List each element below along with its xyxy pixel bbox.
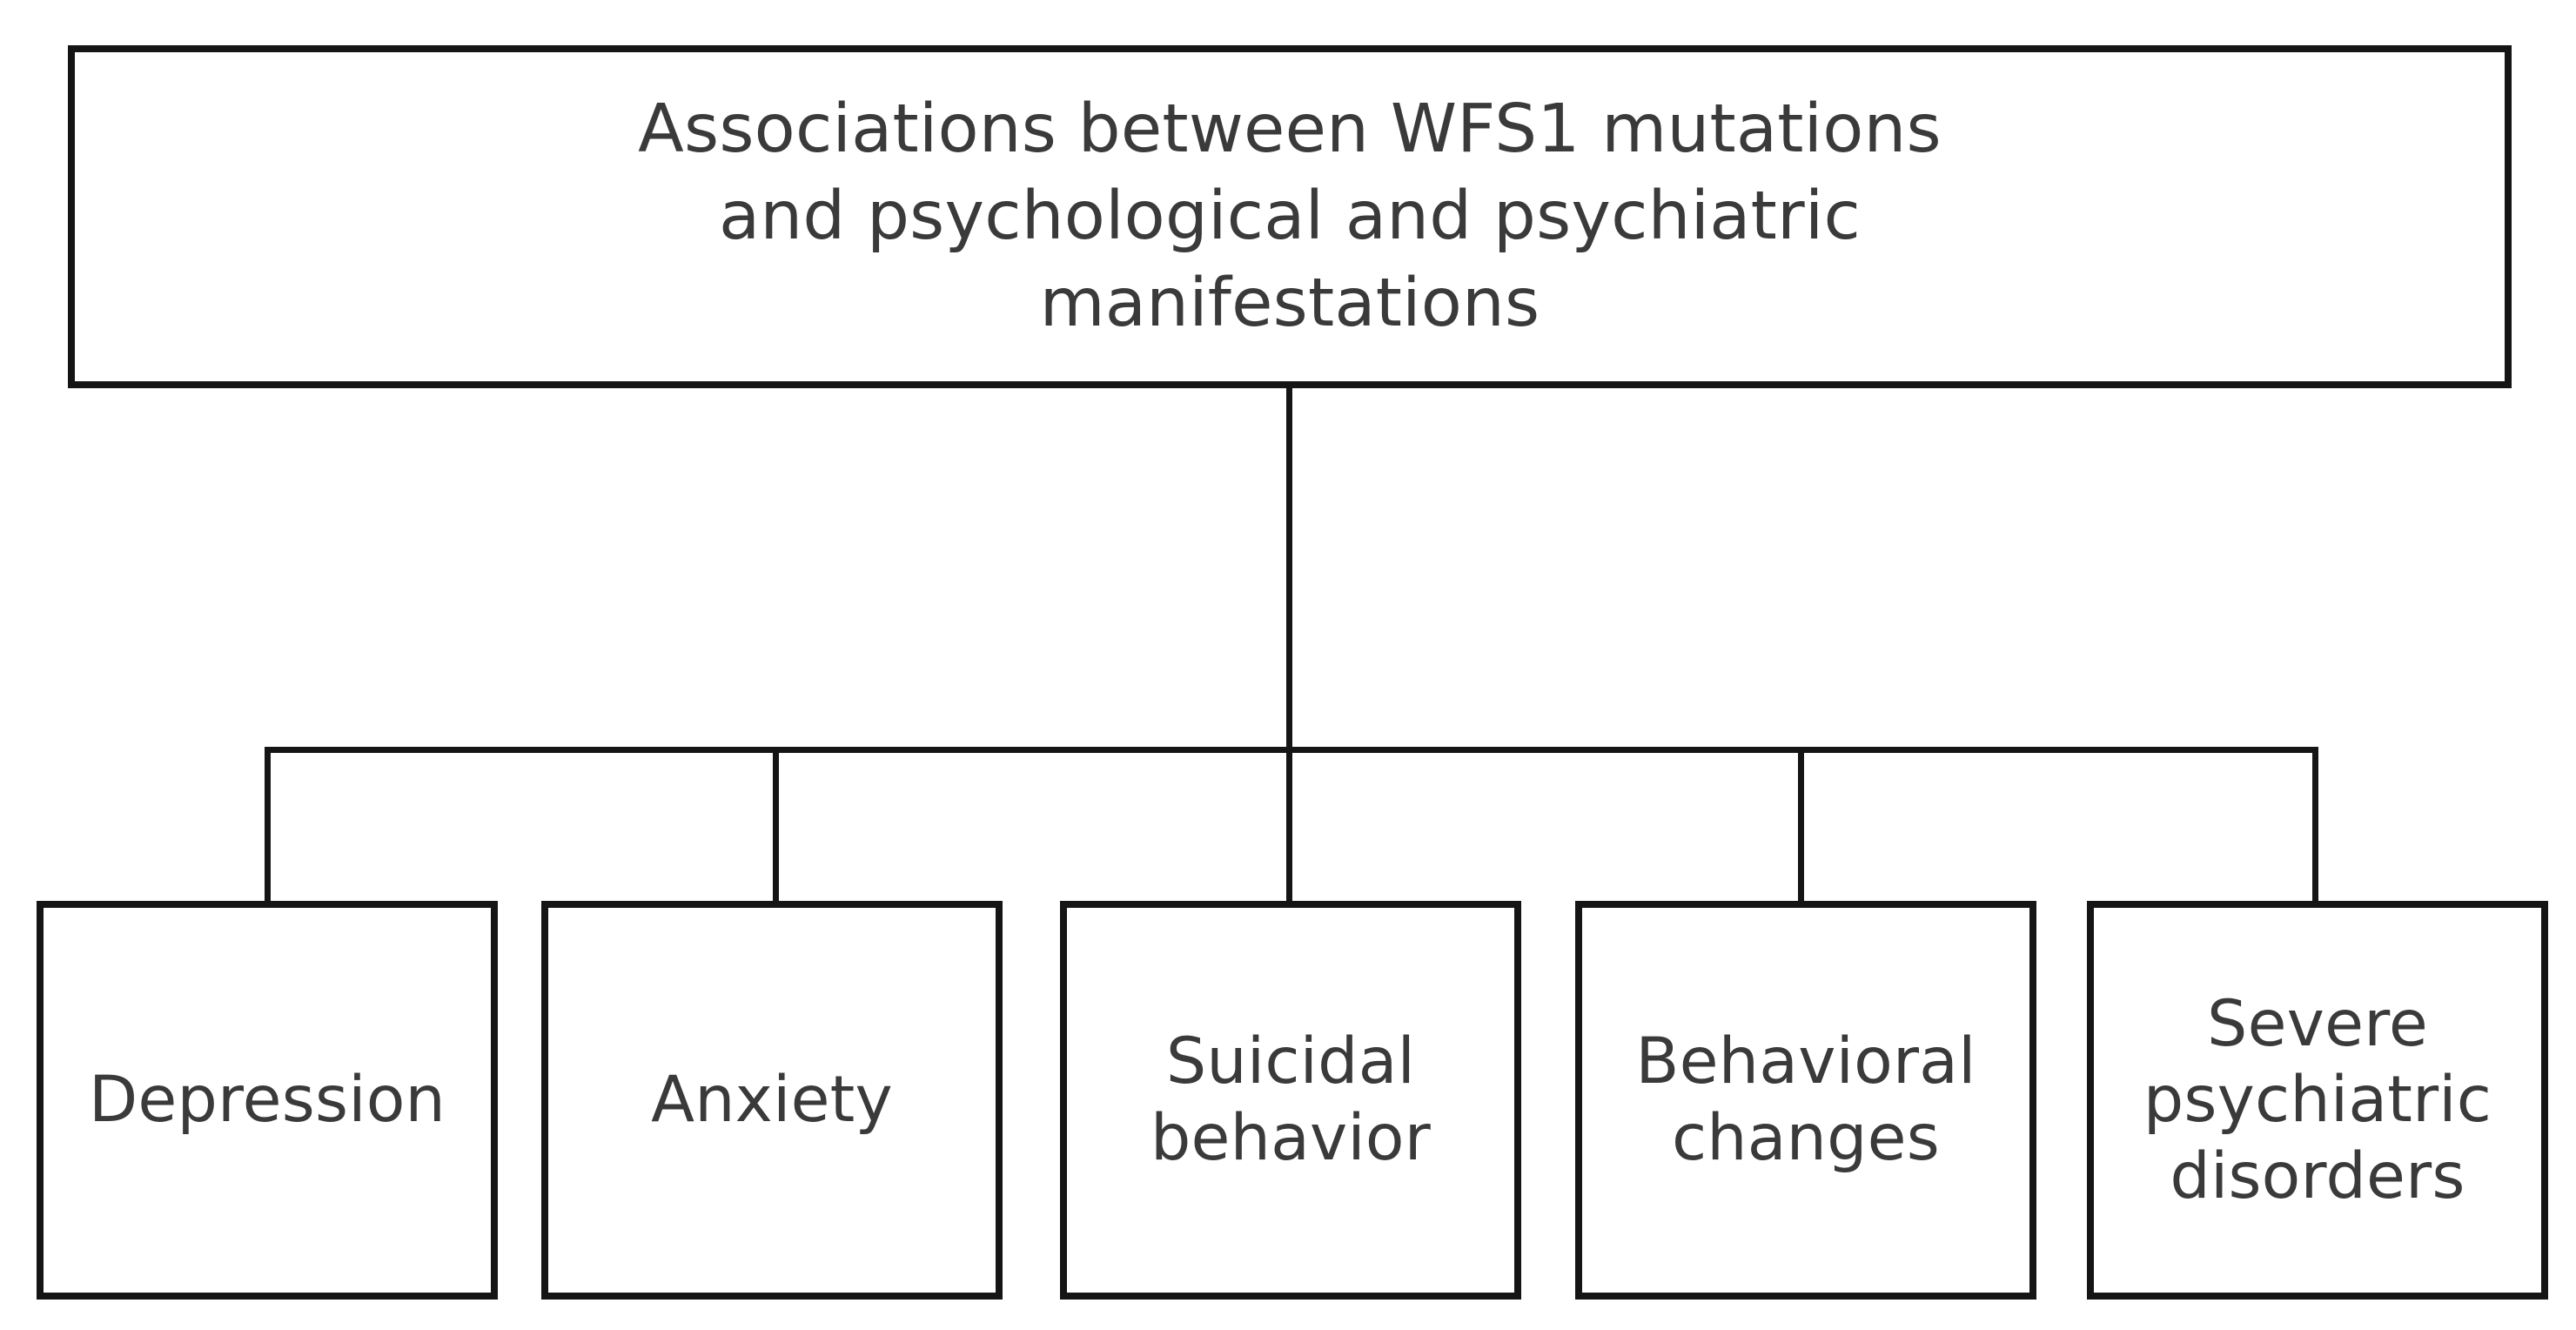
node-behavioral-changes: Behavioral changes (1575, 901, 2036, 1300)
root-node-label: Associations between WFS1 mutations and … (638, 90, 1942, 343)
node-severe-psychiatric-disorders: Severe psychiatric disorders (2087, 901, 2548, 1300)
root-node: Associations between WFS1 mutations and … (68, 45, 2512, 388)
node-severe-psychiatric-disorders-label: Severe psychiatric disorders (2143, 986, 2492, 1213)
connector-drop-anxiety (773, 747, 779, 903)
node-suicidal-behavior-label: Suicidal behavior (1150, 1024, 1431, 1175)
connector-drop-behavioral-changes (1798, 747, 1804, 903)
connector-root-stem (1286, 385, 1292, 752)
connector-drop-suicidal-behavior (1286, 747, 1292, 903)
node-suicidal-behavior: Suicidal behavior (1060, 901, 1521, 1300)
node-behavioral-changes-label: Behavioral changes (1635, 1024, 1976, 1175)
node-depression-label: Depression (88, 1063, 446, 1138)
connector-drop-depression (265, 747, 271, 903)
connector-drop-severe-psychiatric (2312, 747, 2318, 903)
node-anxiety: Anxiety (541, 901, 1003, 1300)
node-depression: Depression (37, 901, 498, 1300)
node-anxiety-label: Anxiety (651, 1063, 893, 1138)
